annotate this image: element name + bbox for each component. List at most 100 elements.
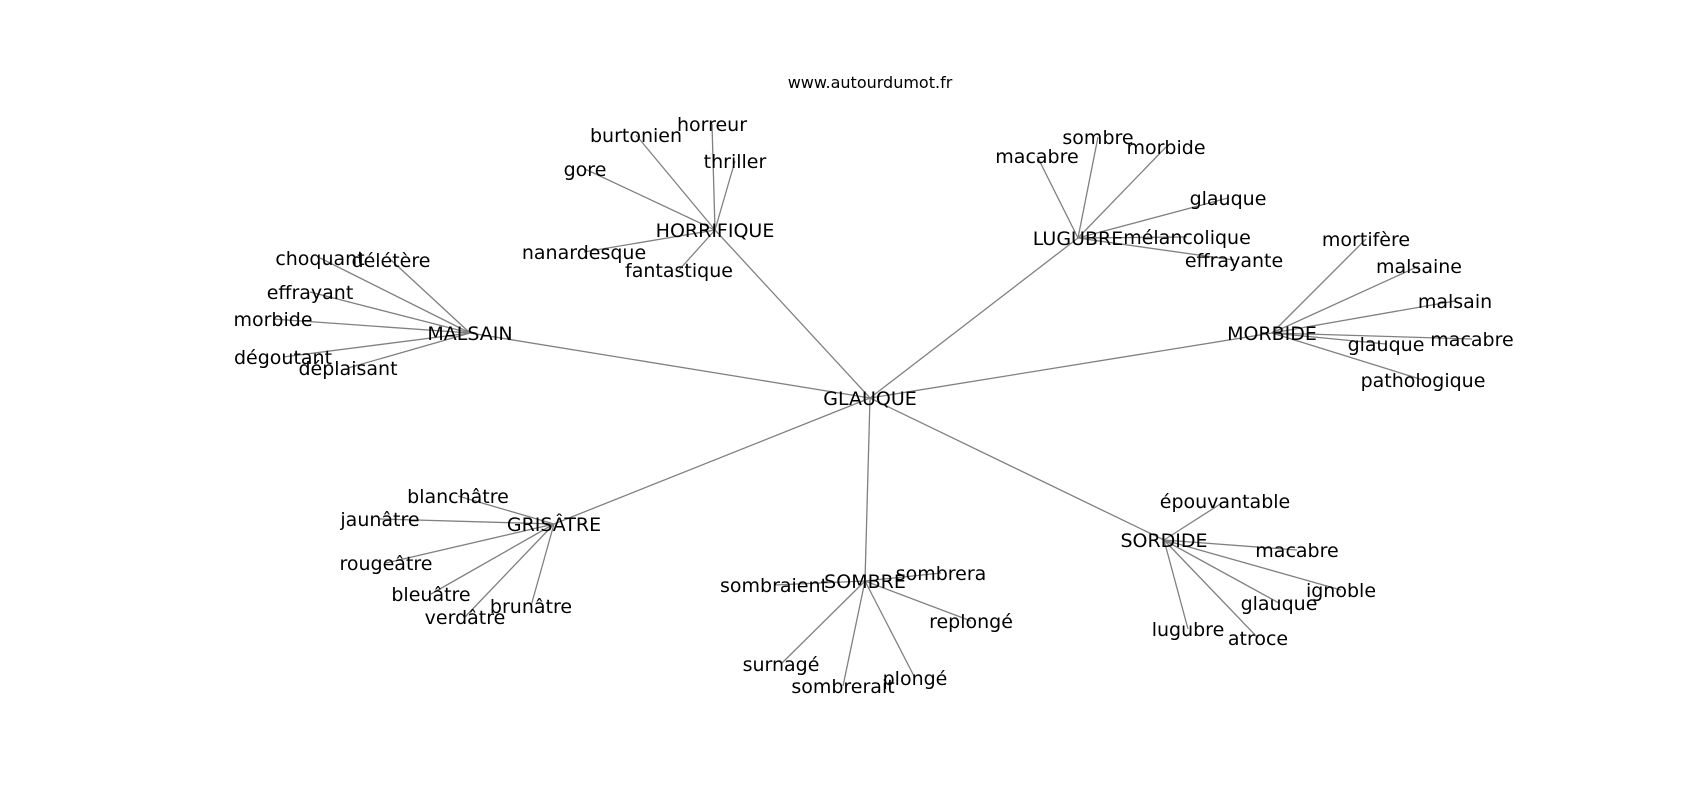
edge-root-hub xyxy=(869,332,1273,399)
edge-hub-leaf xyxy=(1271,300,1456,334)
leaf-word-label: burtonien xyxy=(590,125,682,147)
leaf-word-label: macabre xyxy=(995,146,1078,168)
leaf-word-label: jaunâtre xyxy=(339,509,419,531)
leaf-word-label: blanchâtre xyxy=(407,486,509,508)
leaf-word-label: surnagé xyxy=(743,654,820,676)
edge-root-hub xyxy=(864,397,871,582)
edge-hub-leaf xyxy=(773,580,866,586)
leaf-word-label: sombre xyxy=(1062,127,1133,149)
leaf-word-label: horreur xyxy=(677,114,747,136)
edge-hub-leaf xyxy=(1036,155,1079,239)
hub-word-label: SORDIDE xyxy=(1120,530,1207,552)
leaf-word-label: effrayante xyxy=(1185,250,1283,272)
leaf-word-label: brunâtre xyxy=(490,596,572,618)
site-watermark: www.autourdumot.fr xyxy=(788,73,953,92)
edge-hub-leaf xyxy=(464,523,555,618)
edge-root-hub xyxy=(469,332,871,399)
leaf-word-label: glauque xyxy=(1348,334,1425,356)
leaf-word-label: ignoble xyxy=(1306,580,1376,602)
edge-hub-leaf xyxy=(714,160,736,231)
edge-hub-leaf xyxy=(390,259,471,334)
leaf-word-label: sombrera xyxy=(896,563,987,585)
leaf-word-label: replongé xyxy=(929,611,1013,633)
edge-hub-leaf xyxy=(457,495,555,525)
leaf-word-label: sombrerait xyxy=(791,676,894,698)
root-word-label: GLAUQUE xyxy=(823,388,917,410)
edge-hub-leaf xyxy=(864,580,916,679)
hub-word-label: GRISÂTRE xyxy=(507,513,601,536)
edge-hub-leaf xyxy=(309,291,471,334)
edge-root-hub xyxy=(869,237,1079,399)
edge-hub-leaf xyxy=(282,332,471,358)
leaf-word-label: sombraient xyxy=(720,575,828,597)
leaf-word-label: malsaine xyxy=(1376,256,1462,278)
leaf-word-label: morbide xyxy=(1126,137,1205,159)
leaf-word-label: effrayant xyxy=(267,282,354,304)
edge-hub-leaf xyxy=(842,580,866,687)
edge-hub-leaf xyxy=(583,229,716,253)
leaf-word-label: atroce xyxy=(1228,628,1288,650)
edge-hub-leaf xyxy=(711,123,716,231)
edge-root-hub xyxy=(553,397,871,525)
edge-hub-leaf xyxy=(1163,539,1342,591)
leaf-word-label: bleuâtre xyxy=(391,584,470,606)
edge-hub-leaf xyxy=(1163,539,1298,551)
edge-hub-leaf xyxy=(1271,265,1420,334)
hub-word-label: MALSAIN xyxy=(427,323,512,345)
edge-hub-leaf xyxy=(1077,197,1229,239)
hub-word-label: LUGUBRE xyxy=(1033,228,1123,250)
leaf-word-label: mortifère xyxy=(1322,229,1410,251)
edge-hub-leaf xyxy=(430,523,555,595)
edge-hub-leaf xyxy=(1077,236,1188,239)
leaf-word-label: dégoutant xyxy=(234,347,332,369)
leaf-word-label: macabre xyxy=(1255,540,1338,562)
edge-hub-leaf xyxy=(347,332,471,369)
edge-hub-leaf xyxy=(319,257,471,334)
edge-hub-leaf xyxy=(1271,238,1367,334)
edge-hub-leaf xyxy=(1163,539,1259,639)
edge-hub-leaf xyxy=(678,229,716,271)
hub-word-label: HORRIFIQUE xyxy=(656,220,775,242)
leaf-word-label: mélancolique xyxy=(1123,227,1251,249)
edge-hub-leaf xyxy=(272,318,471,334)
edge-hub-leaf xyxy=(1271,332,1387,345)
leaf-word-label: morbide xyxy=(233,309,312,331)
leaf-word-label: glauque xyxy=(1241,593,1318,615)
edge-hub-leaf xyxy=(635,134,716,231)
leaf-word-label: déplaisant xyxy=(298,358,397,380)
leaf-word-label: nanardesque xyxy=(522,242,646,264)
hub-word-label: MORBIDE xyxy=(1227,323,1317,345)
graph-edges xyxy=(272,123,1473,687)
edge-root-hub xyxy=(869,397,1165,541)
leaf-word-label: fantastique xyxy=(625,260,733,282)
edge-hub-leaf xyxy=(584,168,716,231)
leaf-word-label: épouvantable xyxy=(1160,491,1290,513)
edge-hub-leaf xyxy=(1163,539,1189,630)
edge-hub-leaf xyxy=(1271,332,1424,381)
edge-hub-leaf xyxy=(1077,136,1099,239)
edge-hub-leaf xyxy=(530,523,555,607)
edge-hub-leaf xyxy=(864,580,972,622)
edge-hub-leaf xyxy=(1163,500,1226,541)
edge-hub-leaf xyxy=(385,523,555,564)
leaf-word-label: gore xyxy=(564,159,607,181)
leaf-word-label: thriller xyxy=(704,151,767,173)
edge-hub-leaf xyxy=(379,518,555,525)
edge-hub-leaf xyxy=(1077,237,1235,261)
edge-hub-leaf xyxy=(1077,146,1167,239)
edge-hub-leaf xyxy=(1271,332,1473,340)
edge-hub-leaf xyxy=(780,580,866,665)
leaf-word-label: glauque xyxy=(1190,188,1267,210)
leaf-word-label: malsain xyxy=(1418,291,1492,313)
leaf-word-label: pathologique xyxy=(1361,370,1486,392)
leaf-word-label: verdâtre xyxy=(425,607,506,629)
edge-root-hub xyxy=(714,229,871,399)
hub-word-label: SOMBRE xyxy=(824,571,906,593)
leaf-word-label: macabre xyxy=(1430,329,1513,351)
leaf-word-label: rougeâtre xyxy=(340,553,433,575)
leaf-word-label: lugubre xyxy=(1152,619,1225,641)
edge-hub-leaf xyxy=(1163,539,1280,604)
leaf-word-label: choquant xyxy=(275,248,364,270)
